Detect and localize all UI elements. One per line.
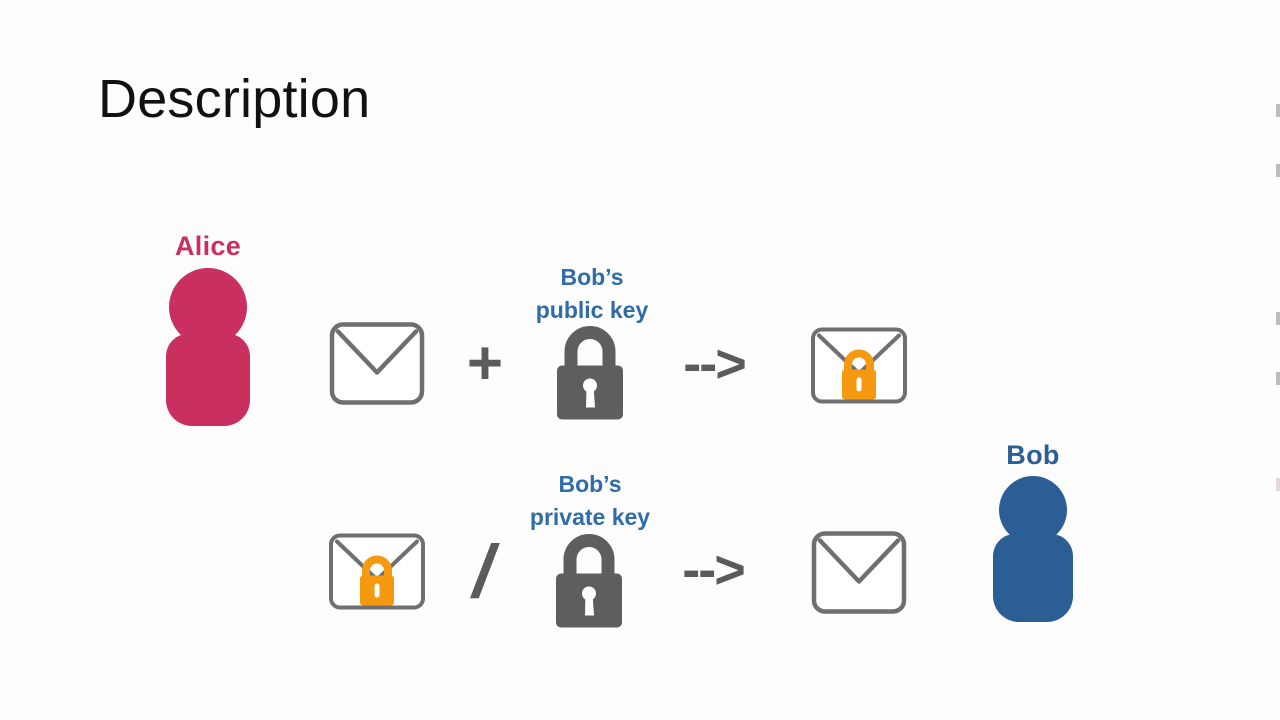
private-key-caption: Bob’s private key xyxy=(530,468,650,533)
padlock-gray-icon xyxy=(550,530,628,637)
private-key-caption-line2: private key xyxy=(529,503,651,530)
divide-operator: / xyxy=(472,530,494,613)
private-key-caption-line1: Bob’s xyxy=(558,471,622,497)
bob-label: Bob xyxy=(1006,440,1060,470)
envelope-plain-icon xyxy=(328,321,426,412)
edge-text-fragment xyxy=(1276,104,1280,117)
padlock-gray-icon xyxy=(551,322,629,429)
plus-operator: + xyxy=(466,329,504,398)
encrypt-arrow: --> xyxy=(683,334,746,394)
bob-head-shape xyxy=(999,476,1067,544)
envelope-locked-icon xyxy=(327,530,427,623)
edge-text-fragment xyxy=(1276,372,1280,385)
envelope-plain-icon xyxy=(810,530,908,621)
alice-label: Alice xyxy=(174,231,242,261)
envelope-locked-icon xyxy=(809,324,909,417)
alice-head-shape xyxy=(169,268,247,346)
decrypt-arrow: --> xyxy=(682,540,745,600)
public-key-caption-line2: public key xyxy=(535,296,649,323)
alice-body-shape xyxy=(166,334,250,426)
edge-text-fragment xyxy=(1276,312,1280,325)
public-key-caption-line1: Bob’s xyxy=(560,264,624,290)
page-title: Description xyxy=(98,69,371,129)
edge-text-fragment xyxy=(1276,164,1280,177)
public-key-caption: Bob’s public key xyxy=(536,261,648,326)
bob-body-shape xyxy=(993,534,1073,622)
edge-text-fragment xyxy=(1276,478,1280,491)
